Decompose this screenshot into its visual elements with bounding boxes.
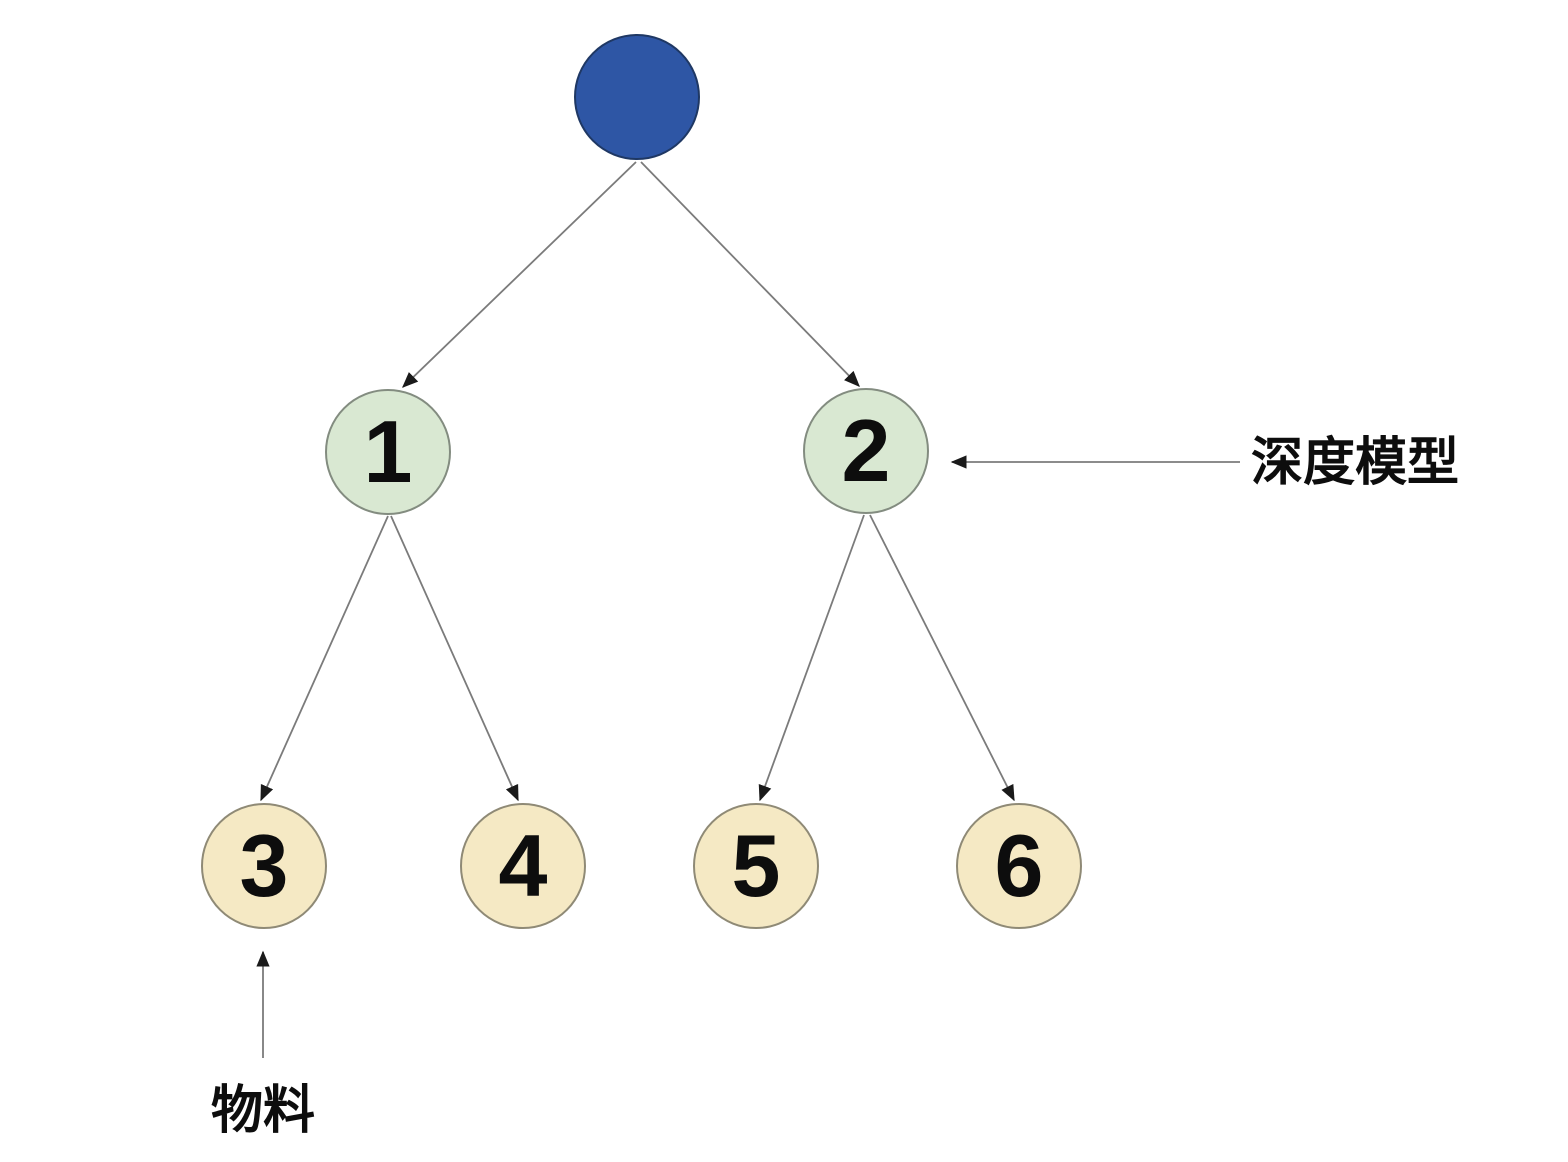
node-4: 4 xyxy=(460,803,586,929)
node-3-label: 3 xyxy=(239,816,289,915)
node-1-label: 1 xyxy=(363,402,413,501)
edge-root-to-1 xyxy=(402,161,637,388)
depth-model-annotation-label: 深度模型 xyxy=(1251,434,1460,492)
edge-1-to-4 xyxy=(390,515,519,802)
node-6: 6 xyxy=(956,803,1082,929)
node-1: 1 xyxy=(325,389,451,515)
edge-1-to-3 xyxy=(260,515,389,802)
node-2: 2 xyxy=(803,388,929,514)
node-6-label: 6 xyxy=(994,816,1044,915)
node-2-label: 2 xyxy=(841,401,891,500)
node-5: 5 xyxy=(693,803,819,929)
node-4-label: 4 xyxy=(498,816,548,915)
node-root xyxy=(574,34,700,160)
material-annotation-label: 物料 xyxy=(211,1082,316,1140)
edge-2-to-5 xyxy=(758,514,865,802)
node-3: 3 xyxy=(201,803,327,929)
node-5-label: 5 xyxy=(731,816,781,915)
edge-root-to-2 xyxy=(640,161,860,387)
edge-2-to-6 xyxy=(869,514,1015,802)
